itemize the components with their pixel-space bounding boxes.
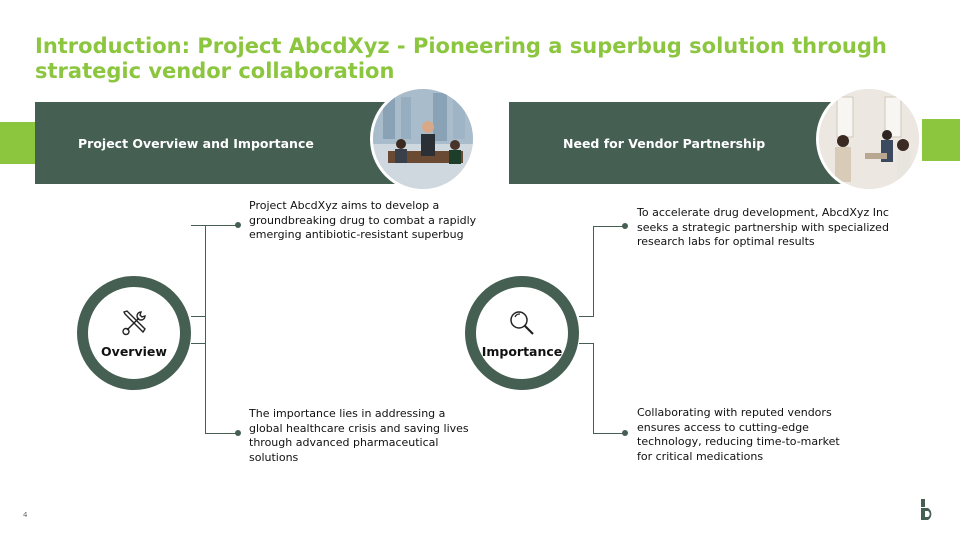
overview-bottom-text: The importance lies in addressing a glob… [249,407,469,464]
magnifier-icon [510,310,534,335]
banner-vendor-partnership: Need for Vendor Partnership [509,102,851,184]
accent-bar-left [0,122,35,164]
connector-line [191,316,205,317]
team-photo [816,86,922,192]
brand-logo [921,499,932,520]
connector-dot [235,430,241,436]
connector-dot [622,430,628,436]
connector-line [593,226,594,317]
tools-icon [122,309,146,335]
connector-line [593,226,624,227]
connector-line [593,433,624,434]
slide-title: Introduction: Project AbcdXyz - Pioneeri… [35,34,887,83]
overview-circle: Overview [77,276,191,390]
connector-line [205,433,238,434]
connector-line [205,343,206,434]
connector-dot [622,223,628,229]
overview-top-text: Project AbcdXyz aims to develop a ground… [249,199,477,241]
banner-project-overview: Project Overview and Importance [35,102,397,184]
connector-line [579,316,593,317]
banner-label: Project Overview and Importance [78,135,314,151]
page-number: 4 [23,511,28,519]
connector-dot [235,222,241,228]
circle-label: Overview [101,343,167,359]
circle-label: Importance [481,343,563,359]
importance-bottom-text: Collaborating with reputed vendors ensur… [637,406,840,463]
connector-line [593,343,594,434]
connector-line [579,343,593,344]
connector-line [205,225,206,344]
importance-top-text: To accelerate drug development, AbcdXyz … [637,206,889,248]
meeting-photo [370,86,476,192]
banner-label: Need for Vendor Partnership [563,135,766,151]
connector-line [191,343,205,344]
importance-circle: Importance [465,276,579,390]
connector-top-left [191,225,239,344]
accent-bar-right [922,119,960,161]
